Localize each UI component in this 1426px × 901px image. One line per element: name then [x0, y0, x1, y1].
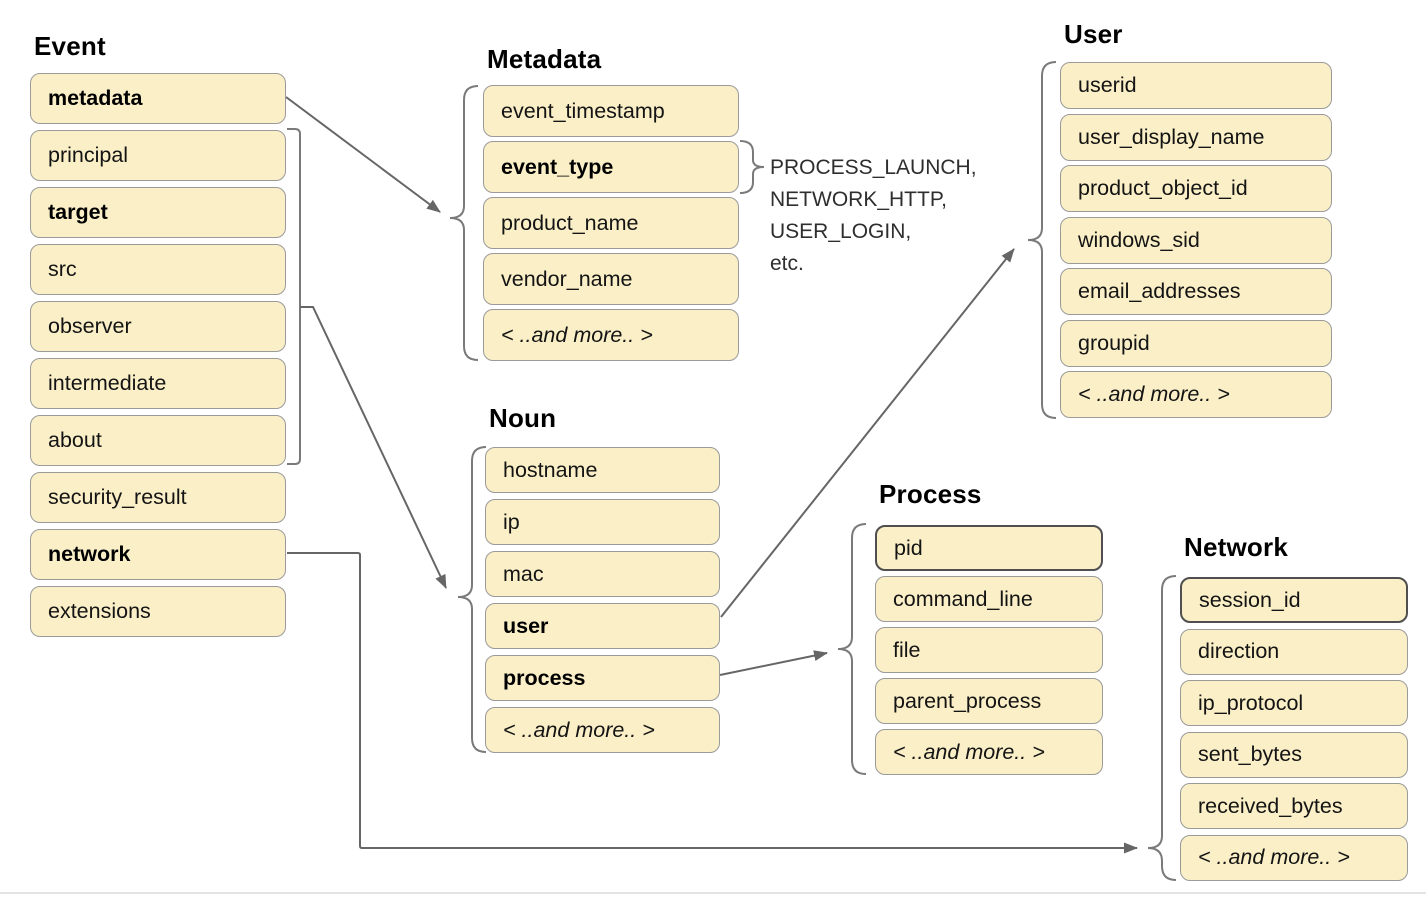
field-box-event_type: event_type — [483, 141, 739, 193]
network-brace — [1147, 575, 1177, 881]
field-box-windows_sid: windows_sid — [1060, 216, 1332, 264]
annotation-line: USER_LOGIN, — [770, 220, 912, 243]
field-box-extensions: extensions — [30, 586, 286, 637]
field-box-email_addresses: email_addresses — [1060, 268, 1332, 315]
noun-field-list: hostname ip mac user process < ..and more.. > — [485, 447, 720, 753]
field-box-received_bytes: received_bytes — [1180, 783, 1408, 829]
field-box-sent_bytes: sent_bytes — [1180, 731, 1408, 778]
field-box-userid: userid — [1060, 62, 1332, 109]
field-box-pid: pid — [875, 525, 1103, 571]
field-box-parent_process: parent_process — [875, 678, 1103, 724]
network-field-list: session_id direction ip_protocol sent_bytes… — [1180, 577, 1408, 881]
noun-field-group: Noun hostname ip mac user process < ..and mor… — [485, 402, 720, 759]
field-box-andmore: < ..and more.. > — [1060, 371, 1332, 418]
field-box-observer: observer — [30, 301, 286, 352]
field-box-user: user — [485, 603, 720, 649]
field-box-andmore: < ..and more.. > — [483, 309, 739, 361]
metadata-brace — [449, 85, 479, 361]
field-box-intermediate: intermediate — [30, 358, 286, 409]
field-box-andmore: < ..and more.. > — [875, 729, 1103, 775]
field-box-network: network — [30, 529, 286, 580]
field-box-file: file — [875, 627, 1103, 673]
event-group-title: Event — [34, 31, 106, 61]
field-box-security_result: security_result — [30, 472, 286, 523]
field-box-process: process — [485, 655, 720, 701]
event-nouns-bracket — [287, 128, 301, 465]
arrow-metadata — [285, 96, 441, 213]
event-type-brace — [739, 140, 765, 194]
field-box-direction: direction — [1180, 628, 1408, 675]
event-field-list: metadata principal target src observer interm… — [30, 73, 286, 637]
event-field-group: Event metadata principal target src observer… — [30, 30, 286, 643]
field-box-vendor_name: vendor_name — [483, 253, 739, 305]
annotation-line: PROCESS_LAUNCH, — [770, 156, 977, 179]
annotation-line: etc. — [770, 252, 804, 275]
field-box-about: about — [30, 415, 286, 466]
arrow-nouns — [300, 306, 447, 589]
field-box-mac: mac — [485, 551, 720, 597]
process-brace — [837, 523, 867, 775]
field-box-product_name: product_name — [483, 197, 739, 249]
field-box-ip_protocol: ip_protocol — [1180, 680, 1408, 726]
arrow-process — [719, 650, 828, 676]
process-group-title: Process — [879, 479, 982, 509]
field-box-andmore: < ..and more.. > — [1180, 834, 1408, 881]
user-brace — [1027, 61, 1057, 419]
network-group-title: Network — [1184, 532, 1288, 562]
field-box-andmore: < ..and more.. > — [485, 707, 720, 753]
field-box-src: src — [30, 244, 286, 295]
metadata-group-title: Metadata — [487, 44, 602, 74]
noun-group-title: Noun — [489, 403, 557, 433]
field-box-session_id: session_id — [1180, 577, 1408, 623]
user-group-title: User — [1064, 19, 1123, 49]
field-box-target: target — [30, 187, 286, 238]
field-box-groupid: groupid — [1060, 319, 1332, 367]
field-box-hostname: hostname — [485, 447, 720, 493]
field-box-ip: ip — [485, 499, 720, 545]
field-box-command_line: command_line — [875, 576, 1103, 622]
field-box-principal: principal — [30, 130, 286, 181]
field-box-event_timestamp: event_timestamp — [483, 85, 739, 137]
field-box-user_display_name: user_display_name — [1060, 113, 1332, 161]
event-type-examples: PROCESS_LAUNCH, NETWORK_HTTP, USER_LOGIN… — [770, 152, 1010, 280]
annotation-line: NETWORK_HTTP, — [770, 188, 947, 211]
noun-brace — [457, 446, 487, 753]
field-box-metadata: metadata — [30, 73, 286, 124]
bottom-divider — [0, 892, 1426, 894]
field-box-product_object_id: product_object_id — [1060, 165, 1332, 212]
